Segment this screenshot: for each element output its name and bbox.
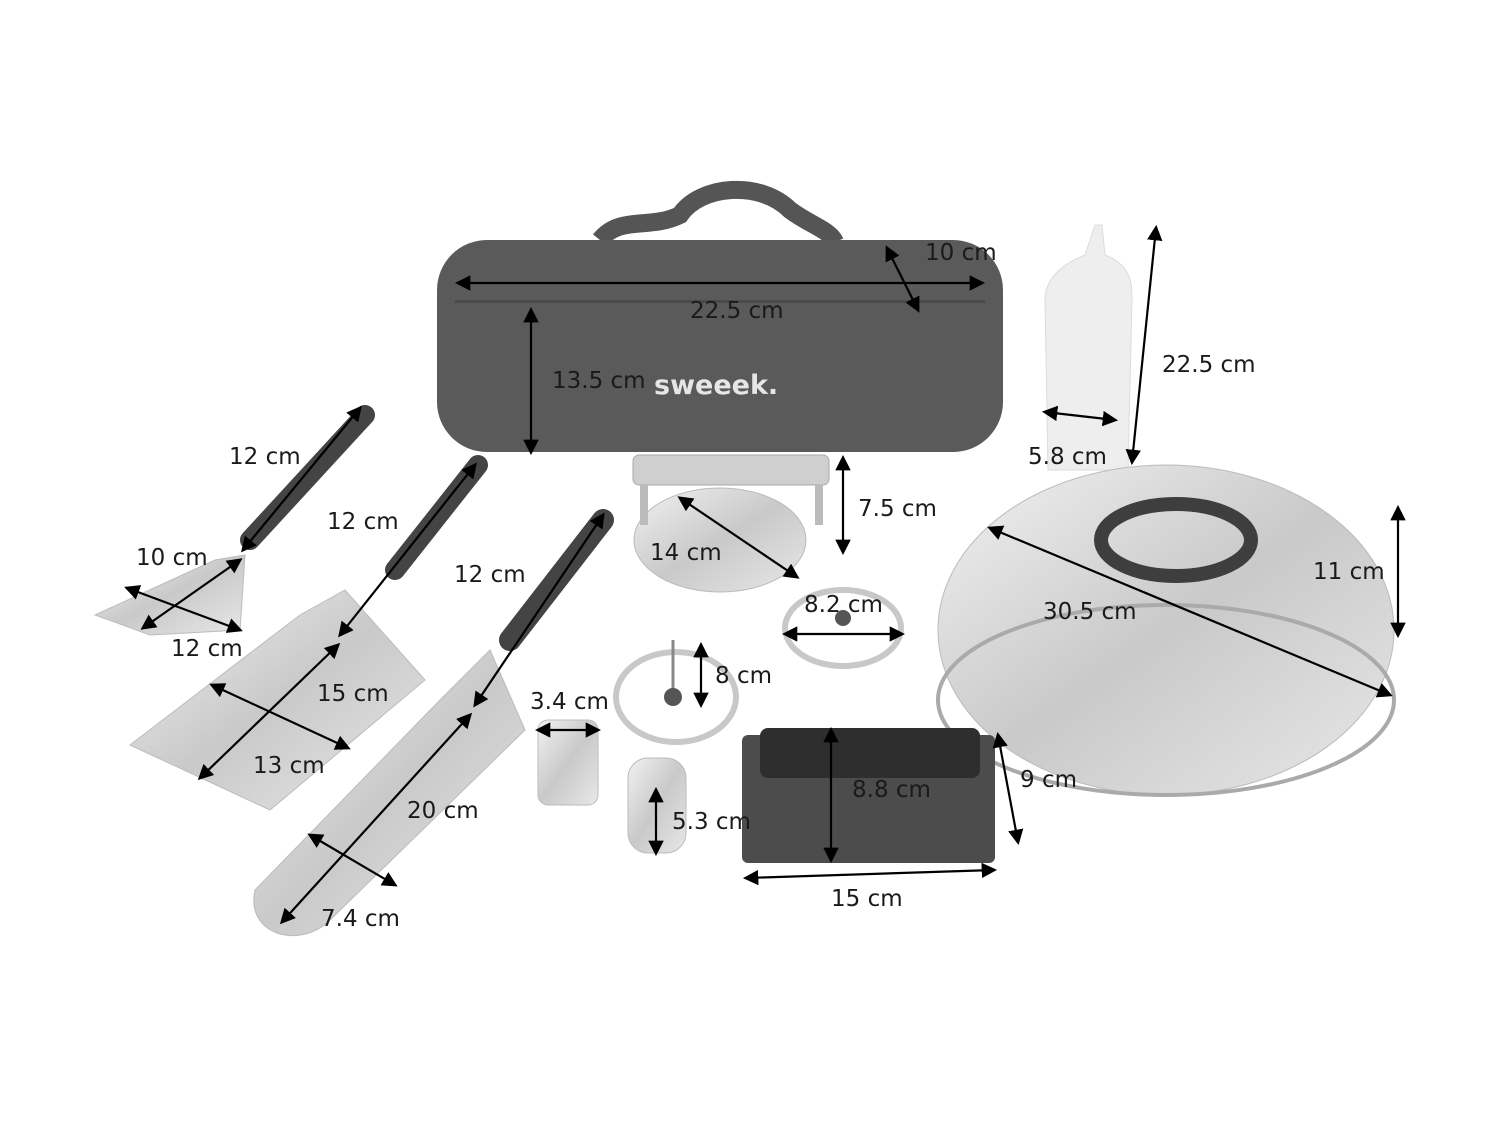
label-small-spatula-width: 10 cm <box>136 545 208 571</box>
label-dome-height: 11 cm <box>1313 559 1385 585</box>
burger-press <box>632 454 830 593</box>
shaker-left <box>537 719 599 806</box>
label-brick-depth: 9 cm <box>1020 767 1077 793</box>
label-long-spatula-handle: 12 cm <box>454 562 526 588</box>
label-ring-small: 8 cm <box>715 663 772 689</box>
label-press-diameter: 14 cm <box>650 540 722 566</box>
sauce-bottle <box>1044 224 1133 471</box>
label-bottle-height: 22.5 cm <box>1162 352 1256 378</box>
label-long-spatula-width: 7.4 cm <box>321 906 400 932</box>
label-bag-length: 22.5 cm <box>690 298 784 324</box>
label-press-height: 7.5 cm <box>858 496 937 522</box>
grill-brick <box>742 728 995 863</box>
label-shaker-height: 5.3 cm <box>672 809 751 835</box>
label-medium-spatula-width: 15 cm <box>317 681 389 707</box>
carry-bag: sweeek. <box>437 181 1003 452</box>
label-medium-spatula-length: 13 cm <box>253 753 325 779</box>
brand-logo: sweeek. <box>654 370 778 401</box>
label-long-spatula-length: 20 cm <box>407 798 479 824</box>
label-bag-height: 13.5 cm <box>552 368 646 394</box>
label-medium-spatula-handle: 12 cm <box>327 509 399 535</box>
label-brick-height: 8.8 cm <box>852 777 931 803</box>
label-small-spatula-length: 12 cm <box>171 636 243 662</box>
dimension-arrows <box>124 224 1406 925</box>
label-brick-length: 15 cm <box>831 886 903 912</box>
label-ring-large: 8.2 cm <box>804 592 883 618</box>
dimension-labels: 10 cm 22.5 cm 13.5 cm 22.5 cm 5.8 cm 12 … <box>136 240 1385 932</box>
label-bag-depth: 10 cm <box>925 240 997 266</box>
label-dome-diameter: 30.5 cm <box>1043 599 1137 625</box>
label-small-spatula-handle: 12 cm <box>229 444 301 470</box>
melting-dome <box>936 464 1396 797</box>
label-shaker-width: 3.4 cm <box>530 689 609 715</box>
egg-ring-small <box>613 640 739 745</box>
label-bottle-width: 5.8 cm <box>1028 444 1107 470</box>
